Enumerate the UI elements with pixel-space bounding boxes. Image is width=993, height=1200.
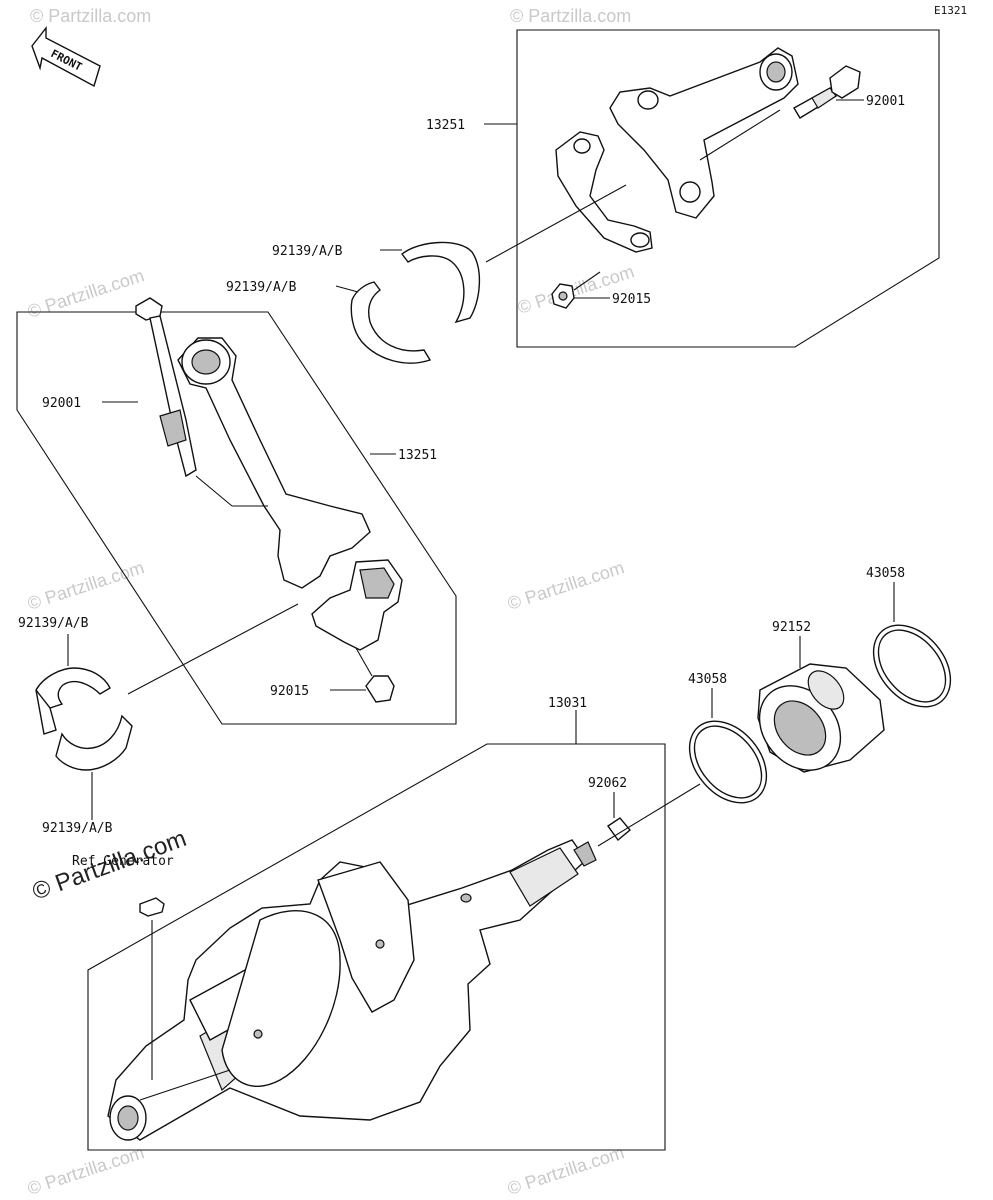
connecting-rod-upper [555,47,799,253]
woodruff-key [139,897,165,917]
watermark: © Partzilla.com [30,6,151,26]
nut-upper [551,283,575,309]
part-label-bolt-lower[interactable]: 92001 [42,396,81,411]
part-label-crankshaft[interactable]: 13031 [548,696,587,711]
ring-left [688,720,768,804]
bolt-lower [135,297,197,478]
part-label-bearing-lower-2[interactable]: 92139/A/B [42,821,113,836]
watermark: © Partzilla.com [25,1142,147,1199]
diagram-code: E1321 [934,4,967,17]
collar [757,663,885,773]
crankshaft-frame [87,743,666,1151]
part-label-collar[interactable]: 92152 [772,620,811,635]
part-label-con-rod-lower[interactable]: 13251 [398,448,437,463]
watermark: © Partzilla.com [25,265,147,322]
part-label-bolt-upper[interactable]: 92001 [866,94,905,109]
watermark: © Partzilla.com [515,261,637,318]
nut-lower [365,675,395,703]
watermark: © Partzilla.com [505,1142,627,1199]
bearing-shells-upper [350,241,481,364]
part-labels: 13251 92001 92015 92139/A/B 92139/A/B 92… [18,94,905,869]
part-label-bearing-upper-2[interactable]: 92139/A/B [226,280,297,295]
ref-generator-label: Ref.Generator [72,854,174,869]
part-label-nut-upper[interactable]: 92015 [612,292,651,307]
ring-right [872,624,952,708]
bearing-shells-lower [35,667,133,771]
front-arrow-icon: FRONT [31,25,101,88]
watermark: © Partzilla.com [505,557,627,614]
part-label-bearing-upper-1[interactable]: 92139/A/B [272,244,343,259]
connecting-rod-lower [177,337,403,651]
lower-assembly-frame [16,311,457,725]
part-label-con-rod-upper[interactable]: 13251 [426,118,465,133]
part-label-ring-left[interactable]: 43058 [688,672,727,687]
part-label-bearing-lower-1[interactable]: 92139/A/B [18,616,89,631]
crankshaft [107,839,597,1141]
upper-assembly-frame [516,29,940,348]
leader-lines [67,99,895,820]
watermark: © Partzilla.com [25,557,147,614]
watermark: © Partzilla.com [510,6,631,26]
part-label-nut-lower[interactable]: 92015 [270,684,309,699]
part-label-ring-right[interactable]: 43058 [866,566,905,581]
part-label-plug[interactable]: 92062 [588,776,627,791]
bolt-upper [793,65,861,119]
